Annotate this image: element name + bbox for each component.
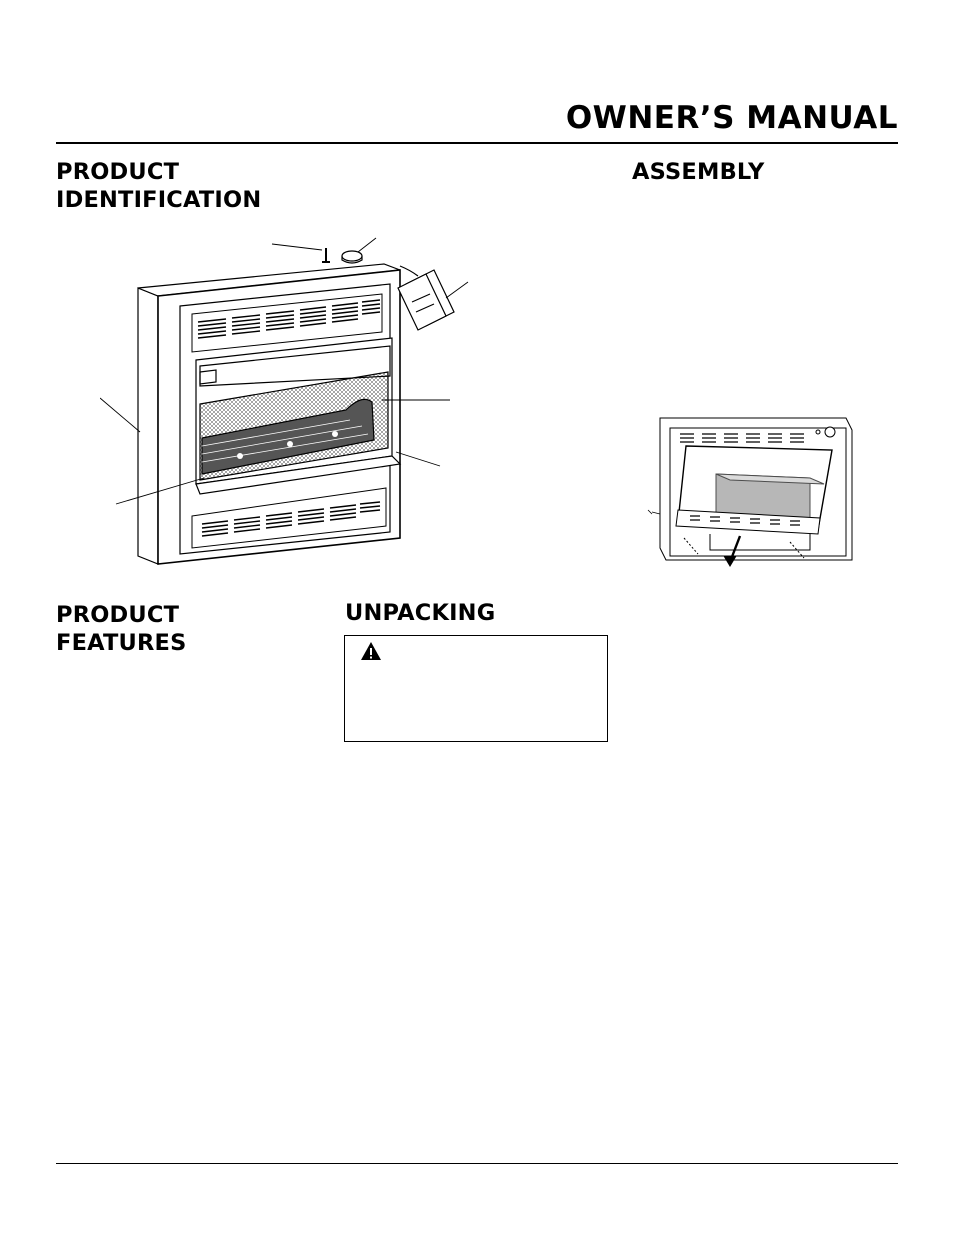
manual-title: OWNER’S MANUAL (565, 100, 898, 136)
warning-tags (397, 265, 455, 331)
top-grille (191, 293, 383, 353)
product-identification-heading: PRODUCT IDENTIFICATION (56, 158, 261, 214)
assembly-illustration (647, 417, 853, 567)
bottom-grille (191, 487, 387, 549)
product-features-line1: PRODUCT (56, 602, 180, 628)
ceramic-logs (201, 398, 375, 475)
control-knob (341, 250, 363, 262)
callout-lines (100, 237, 469, 505)
footer-rule (56, 1163, 898, 1164)
unpacking-heading: UNPACKING (345, 600, 496, 626)
product-identification-line2: IDENTIFICATION (56, 187, 262, 213)
warning-box (344, 635, 608, 742)
heater-illustration (100, 237, 469, 565)
product-features-heading: PRODUCT FEATURES (56, 601, 187, 657)
product-identification-line1: PRODUCT (56, 159, 180, 185)
warning-triangle-icon (361, 642, 381, 660)
header-rule (56, 142, 898, 144)
product-features-line2: FEATURES (56, 630, 187, 656)
assembly-heading: ASSEMBLY (632, 159, 765, 185)
